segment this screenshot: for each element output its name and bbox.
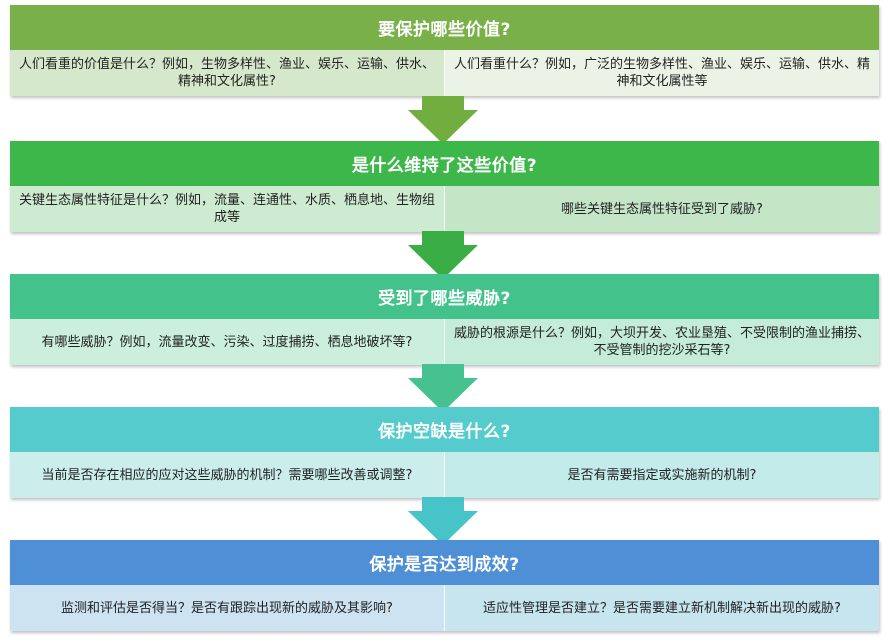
stage-gaps: 保护空缺是什么? 当前是否存在相应的应对这些威胁的机制？需要哪些改善或调整? 是…: [10, 407, 879, 498]
stage-body: 监测和评估是否得当？是否有跟踪出现新的威胁及其影响? 适应性管理是否建立？是否需…: [10, 585, 879, 631]
stage-header: 保护是否达到成效?: [10, 540, 879, 585]
stage-right-cell: 威胁的根源是什么？例如，大坝开发、农业垦殖、不受限制的渔业捕捞、不受管制的挖沙采…: [445, 319, 879, 365]
down-arrow-icon: [408, 497, 478, 545]
stage-values: 要保护哪些价值? 人们看重的价值是什么？例如，生物多样性、渔业、娱乐、运输、供水…: [10, 5, 879, 96]
stage-body: 关键生态属性特征是什么？例如，流量、连通性、水质、栖息地、生物组成等 哪些关键生…: [10, 186, 879, 232]
stage-header: 受到了哪些威胁?: [10, 274, 879, 319]
down-arrow-icon: [408, 231, 478, 279]
stage-left-cell: 监测和评估是否得当？是否有跟踪出现新的威胁及其影响?: [10, 585, 445, 631]
down-arrow-icon: [408, 364, 478, 412]
stage-header: 是什么维持了这些价值?: [10, 141, 879, 186]
stage-maintains: 是什么维持了这些价值? 关键生态属性特征是什么？例如，流量、连通性、水质、栖息地…: [10, 141, 879, 232]
stage-left-cell: 关键生态属性特征是什么？例如，流量、连通性、水质、栖息地、生物组成等: [10, 186, 445, 232]
stage-left-cell: 有哪些威胁？例如，流量改变、污染、过度捕捞、栖息地破坏等?: [10, 319, 445, 365]
stage-effectiveness: 保护是否达到成效? 监测和评估是否得当？是否有跟踪出现新的威胁及其影响? 适应性…: [10, 540, 879, 631]
stage-right-cell: 人们看重什么？例如，广泛的生物多样性、渔业、娱乐、运输、供水、精神和文化属性等: [445, 50, 879, 96]
down-arrow-icon: [408, 96, 478, 144]
stage-body: 有哪些威胁？例如，流量改变、污染、过度捕捞、栖息地破坏等? 威胁的根源是什么？例…: [10, 319, 879, 365]
stage-right-cell: 适应性管理是否建立？是否需要建立新机制解决新出现的威胁?: [445, 585, 879, 631]
stage-header: 保护空缺是什么?: [10, 407, 879, 452]
stage-left-cell: 当前是否存在相应的应对这些威胁的机制？需要哪些改善或调整?: [10, 452, 445, 498]
stage-right-cell: 哪些关键生态属性特征受到了威胁?: [445, 186, 879, 232]
stage-right-cell: 是否有需要指定或实施新的机制?: [445, 452, 879, 498]
stage-header: 要保护哪些价值?: [10, 5, 879, 50]
stage-threats: 受到了哪些威胁? 有哪些威胁？例如，流量改变、污染、过度捕捞、栖息地破坏等? 威…: [10, 274, 879, 365]
stage-left-cell: 人们看重的价值是什么？例如，生物多样性、渔业、娱乐、运输、供水、精神和文化属性?: [10, 50, 445, 96]
stage-body: 人们看重的价值是什么？例如，生物多样性、渔业、娱乐、运输、供水、精神和文化属性?…: [10, 50, 879, 96]
stage-body: 当前是否存在相应的应对这些威胁的机制？需要哪些改善或调整? 是否有需要指定或实施…: [10, 452, 879, 498]
